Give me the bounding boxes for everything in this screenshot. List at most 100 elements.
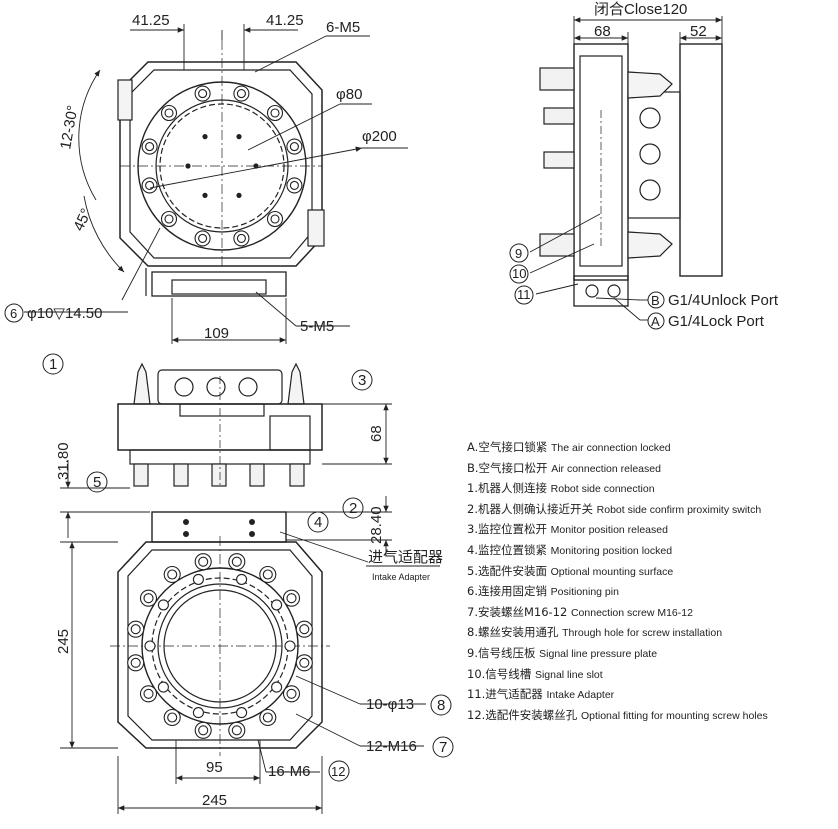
legend-item-cn: 3.监控位置松开 [467, 522, 551, 537]
top-inner-dot [236, 192, 242, 198]
top-bolt-hole-inner [198, 89, 208, 99]
callout-circle-8 [430, 694, 452, 716]
callout-7: 7 [439, 739, 447, 756]
bottom-bolt-hole-inner [143, 593, 154, 604]
legend-item-cn: 8.螺丝安装用通孔 [467, 625, 563, 640]
legend-item-cn: 11.进气适配器 [467, 687, 547, 702]
callout-circle-1 [42, 353, 64, 375]
legend-item: B.空气接口松开 Air connection released [467, 459, 837, 480]
bottom-bolt-hole-inner [231, 556, 242, 567]
legend-item: A.空气接口锁紧 The air connection locked [467, 438, 837, 459]
top-dia-outer: φ200 [362, 128, 397, 145]
legend-item-en: Positioning pin [550, 586, 619, 599]
legend-item-en: Optional mounting surface [550, 565, 674, 578]
side-dim-right: 52 [690, 23, 707, 40]
holes-label: 10-φ13 [366, 696, 414, 713]
port-a-label: G1/4Lock Port [668, 313, 765, 330]
callout-9: 9 [515, 246, 522, 261]
callout-6: 6 [10, 306, 17, 321]
top-bolt-hole-inner [270, 214, 280, 224]
bottom-bolt-hole-inner [130, 657, 141, 668]
bottom-view-bolt-holes [127, 553, 313, 739]
legend-item-en: Optional fitting for mounting screw hole… [580, 709, 768, 722]
legend-item: 1.机器人侧连接 Robot side connection [467, 479, 837, 500]
top-dim-left: 41.25 [132, 12, 170, 29]
top-bolt-hole-inner [145, 180, 155, 190]
callout-1: 1 [49, 356, 57, 373]
bottom-bolt-hole-inner [167, 569, 178, 580]
height-245: 245 [55, 629, 72, 654]
dim-95: 95 [206, 759, 223, 776]
port-a-letter: A [651, 314, 660, 329]
port-b-letter: B [651, 293, 660, 308]
width-245: 245 [202, 792, 227, 809]
top-bolt-hole-inner [164, 108, 174, 118]
bottom-bolt-hole-inner [299, 624, 310, 635]
height-68: 68 [368, 425, 385, 442]
bottom-inner-hole [192, 707, 204, 719]
legend-item-en: Robot side connection [550, 483, 655, 496]
callout-circle-3 [351, 369, 373, 391]
legend-item-en: Monitor position released [550, 524, 668, 537]
side-view [539, 43, 723, 307]
legend-item-en: Through hole for screw installation [562, 627, 723, 640]
callout-4: 4 [314, 514, 322, 531]
height-28-40: 28.40 [368, 506, 385, 544]
bottom-bolt-hole-inner [167, 712, 178, 723]
callout-5: 5 [93, 474, 101, 491]
bottom-view [110, 511, 330, 756]
legend-item: 8.螺丝安装用通孔 Through hole for screw install… [467, 623, 837, 644]
legend-item-en: Signal line slot [534, 668, 603, 681]
top-bolt-hole-inner [198, 233, 208, 243]
bottom-bolt-hole-inner [286, 688, 297, 699]
legend-item-en: The air connection locked [550, 442, 671, 454]
plate-screws-label: 5-M5 [300, 318, 334, 335]
top-dia-inner: φ80 [336, 86, 362, 103]
legend-item-cn: 7.安装螺丝M16-12 [467, 604, 571, 619]
bottom-inner-hole [284, 640, 296, 652]
bottom-inner-hole [192, 573, 204, 585]
top-angle-large: 45° [70, 206, 95, 234]
top-screws-label: 6-M5 [326, 19, 360, 36]
top-angle-small: 12-30° [57, 104, 81, 151]
m6-label: 16-M6 [268, 763, 311, 780]
top-bolt-hole-inner [145, 142, 155, 152]
port-b-circle [647, 291, 665, 309]
side-close-label: 闭合Close120 [594, 1, 687, 18]
plate-width-label: 109 [204, 325, 229, 342]
callout-circle-10 [509, 264, 529, 284]
legend-item: 5.选配件安装面 Optional mounting surface [467, 562, 837, 583]
legend-item-en: Connection screw M16-12 [570, 606, 693, 619]
legend-item-en: Signal line pressure plate [539, 647, 658, 660]
top-inner-dot [236, 134, 242, 140]
front-view [117, 362, 323, 488]
callout-circle-9 [509, 243, 529, 263]
bottom-inner-hole [236, 573, 248, 585]
callout-2: 2 [349, 500, 357, 517]
legend-item-cn: 10.信号线槽 [467, 666, 535, 681]
top-inner-dot [202, 192, 208, 198]
bottom-inner-hole [236, 707, 248, 719]
callout-circle-7 [432, 736, 454, 758]
bottom-bolt-hole-inner [299, 657, 310, 668]
callout-circle-11 [514, 285, 534, 305]
top-bolt-hole-inner [164, 214, 174, 224]
legend-item-en: Intake Adapter [546, 689, 615, 702]
top-bolt-hole-inner [289, 180, 299, 190]
intake-adapter-en: Intake Adapter [372, 572, 430, 582]
bottom-bolt-hole-inner [198, 725, 209, 736]
legend-item-en: Robot side confirm proximity switch [596, 503, 762, 516]
legend-item-cn: 6.连接用固定销 [467, 584, 551, 599]
legend-item-cn: 1.机器人侧连接 [467, 481, 551, 496]
callout-11: 11 [517, 287, 531, 302]
legend-item-cn: A.空气接口锁紧 [467, 440, 551, 454]
pin-dim-label: φ10▽14.50 [27, 305, 102, 322]
height-31-80: 31.80 [55, 442, 72, 480]
bottom-plate-screws [183, 519, 255, 537]
legend-item-cn: 2.机器人侧确认接近开关 [467, 501, 597, 516]
bottom-bolt-hole-inner [262, 712, 273, 723]
legend-item: 11.进气适配器 Intake Adapter [467, 685, 837, 706]
legend-item-cn: 4.监控位置锁紧 [467, 542, 551, 557]
legend-item-en: Air connection released [551, 462, 661, 475]
